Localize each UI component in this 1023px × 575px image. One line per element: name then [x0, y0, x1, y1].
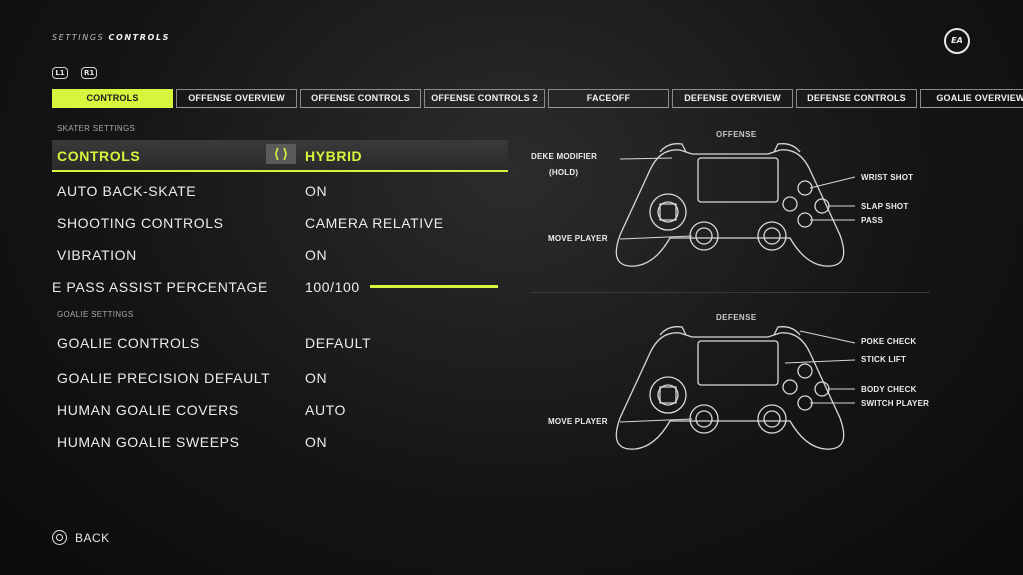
tab-controls[interactable]: CONTROLS — [52, 89, 173, 108]
breadcrumb-page: CONTROLS — [108, 33, 170, 42]
setting-label: CONTROLS — [57, 148, 141, 164]
setting-label: GOALIE CONTROLS — [57, 335, 200, 351]
setting-row-goalie-covers[interactable]: HUMAN GOALIE COVERS AUTO — [52, 394, 508, 424]
tab-defense-controls[interactable]: DEFENSE CONTROLS — [796, 89, 917, 108]
setting-value: HYBRID — [305, 148, 363, 164]
setting-value: ON — [305, 370, 328, 386]
back-button[interactable]: BACK — [52, 530, 110, 545]
setting-value: ON — [305, 434, 328, 450]
setting-value: ON — [305, 247, 328, 263]
offense-controller-icon — [615, 143, 856, 267]
setting-row-controls[interactable]: CONTROLS ⟨ ⟩ HYBRID — [52, 140, 508, 172]
setting-label: VIBRATION — [57, 247, 137, 263]
offense-slap-shot-label: SLAP SHOT — [861, 202, 909, 211]
setting-value: 100/100 — [305, 279, 360, 295]
setting-value: ON — [305, 183, 328, 199]
setting-label: GOALIE PRECISION DEFAULT — [57, 370, 271, 386]
circle-button-icon — [52, 530, 67, 545]
setting-row-shooting-controls[interactable]: SHOOTING CONTROLS CAMERA RELATIVE — [52, 207, 508, 237]
offense-diagram-title: OFFENSE — [716, 130, 757, 139]
tab-offense-controls-2[interactable]: OFFENSE CONTROLS 2 — [424, 89, 545, 108]
breadcrumb: SETTINGS CONTROLS — [52, 33, 170, 42]
setting-label: AUTO BACK-SKATE — [57, 183, 197, 199]
defense-poke-check-label: POKE CHECK — [861, 337, 917, 346]
setting-label: SHOOTING CONTROLS — [57, 215, 224, 231]
setting-label: HUMAN GOALIE COVERS — [57, 402, 239, 418]
tab-goalie-overview[interactable]: GOALIE OVERVIEW — [920, 89, 1023, 108]
tab-faceoff[interactable]: FACEOFF — [548, 89, 669, 108]
defense-stick-lift-label: STICK LIFT — [861, 355, 907, 364]
offense-deke-hold-label: (HOLD) — [549, 168, 579, 177]
offense-deke-modifier-label: DEKE MODIFIER — [531, 152, 598, 161]
setting-label: HUMAN GOALIE SWEEPS — [57, 434, 240, 450]
pass-assist-slider[interactable] — [370, 285, 498, 288]
diagram-divider — [530, 292, 930, 293]
setting-row-goalie-sweeps[interactable]: HUMAN GOALIE SWEEPS ON — [52, 426, 508, 456]
offense-move-player-label: MOVE PLAYER — [548, 234, 608, 243]
skater-settings-heading: SKATER SETTINGS — [57, 124, 136, 133]
r1-bumper-hint[interactable]: R1 — [81, 67, 98, 79]
setting-value: DEFAULT — [305, 335, 372, 351]
offense-wrist-shot-label: WRIST SHOT — [861, 173, 914, 182]
tab-offense-overview[interactable]: OFFENSE OVERVIEW — [176, 89, 297, 108]
tab-offense-controls[interactable]: OFFENSE CONTROLS — [300, 89, 421, 108]
setting-row-vibration[interactable]: VIBRATION ON — [52, 239, 508, 269]
tab-defense-overview[interactable]: DEFENSE OVERVIEW — [672, 89, 793, 108]
setting-row-auto-back-skate[interactable]: AUTO BACK-SKATE ON — [52, 175, 508, 205]
breadcrumb-section: SETTINGS — [52, 33, 105, 42]
left-right-arrows-icon[interactable]: ⟨ ⟩ — [266, 144, 296, 164]
back-label: BACK — [75, 530, 110, 545]
setting-label: E PASS ASSIST PERCENTAGE — [52, 279, 268, 295]
setting-value: CAMERA RELATIVE — [305, 215, 444, 231]
defense-move-player-label: MOVE PLAYER — [548, 417, 608, 426]
defense-body-check-label: BODY CHECK — [861, 385, 917, 394]
setting-row-pass-assist[interactable]: E PASS ASSIST PERCENTAGE 100/100 — [47, 271, 503, 301]
setting-row-goalie-precision[interactable]: GOALIE PRECISION DEFAULT ON — [52, 362, 508, 392]
offense-pass-label: PASS — [861, 216, 883, 225]
setting-row-goalie-controls[interactable]: GOALIE CONTROLS DEFAULT — [52, 327, 508, 357]
tab-bar: CONTROLS OFFENSE OVERVIEW OFFENSE CONTRO… — [52, 89, 1023, 109]
defense-diagram-title: DEFENSE — [716, 313, 757, 322]
defense-switch-player-label: SWITCH PLAYER — [861, 399, 930, 408]
l1-bumper-hint[interactable]: L1 — [52, 67, 68, 79]
defense-controller-icon — [615, 326, 856, 450]
setting-value: AUTO — [305, 402, 347, 418]
ea-sports-logo: EA — [944, 28, 970, 54]
goalie-settings-heading: GOALIE SETTINGS — [57, 310, 134, 319]
